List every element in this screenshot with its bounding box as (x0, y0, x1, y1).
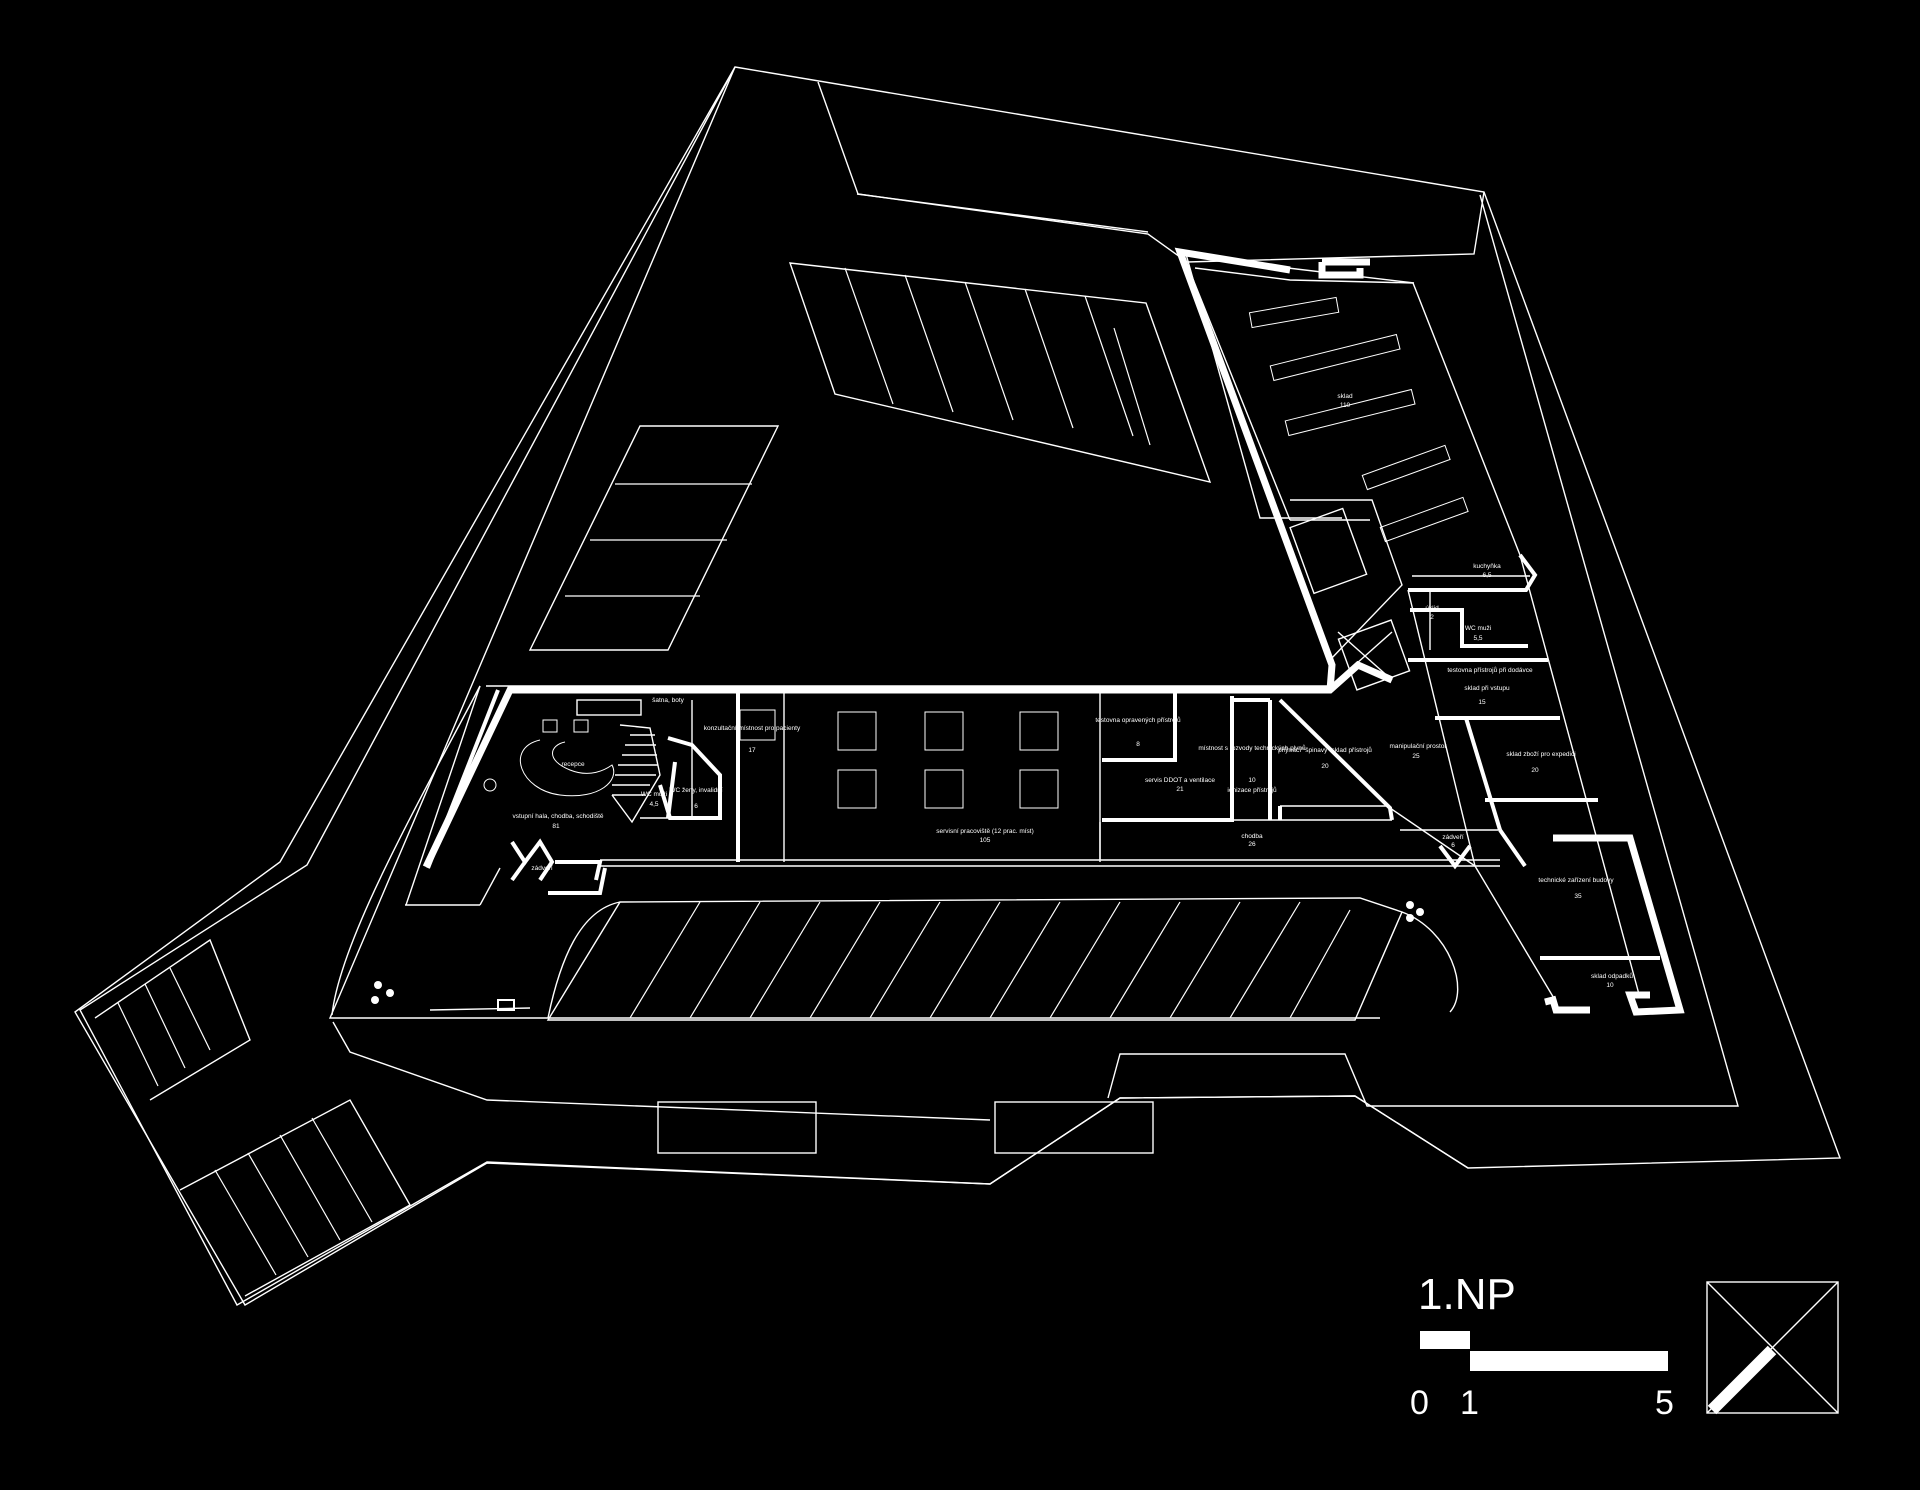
parking-south-stalls (629, 901, 1351, 1019)
room-sklad-odpadku: sklad odpadků (1591, 972, 1633, 980)
room-vstupni-hala: vstupní hala, chodba, schodiště (512, 813, 603, 820)
road-edge-inner (817, 81, 1485, 263)
parking-south-curve (547, 901, 621, 1019)
svg-text:20: 20 (1531, 767, 1539, 774)
room-wc-muzi-1: WC muži (1465, 625, 1491, 632)
scale-bar-segment-2 (1470, 1351, 1668, 1371)
level-title: 1.NP (1418, 1270, 1516, 1319)
svg-text:6: 6 (694, 803, 698, 810)
parking-southwest (94, 938, 411, 1297)
room-konzultacni: konzultační místnost pro pacienty (704, 725, 801, 732)
room-prijmeci-sklad: příjmecí "špinavý" sklad přístrojů (1278, 746, 1372, 754)
svg-text:6,5: 6,5 (1482, 572, 1491, 579)
reception-desk (483, 719, 615, 797)
svg-text:8: 8 (1136, 741, 1140, 748)
room-recepce: recepce (561, 761, 585, 768)
room-sklad-pri-vstupu: sklad při vstupu (1464, 685, 1510, 692)
road-edge-outer (74, 66, 1469, 1306)
road-bay-1 (657, 1101, 817, 1154)
room-chodba: chodba (1241, 833, 1263, 840)
parking-east-curve (1401, 911, 1459, 1013)
scale-tick-0: 0 (1410, 1384, 1429, 1422)
room-labels: sklad 110 kuchyňka 6,5 úklid 2 WC muži 5… (512, 393, 1633, 989)
room-manipulacni-prostor: manipulační prostor (1389, 743, 1447, 750)
room-testovna-pristroju: testovna přístrojů při dodávce (1447, 666, 1533, 674)
svg-text:25: 25 (1412, 753, 1420, 760)
room-ionizace: ionizace přístrojů (1227, 786, 1277, 794)
svg-text:20: 20 (1321, 763, 1329, 770)
entrance-details (371, 838, 1472, 1011)
svg-text:10: 10 (1248, 777, 1256, 784)
entrance-curve (331, 685, 481, 1016)
room-satna: šatna, boty (652, 697, 685, 704)
svg-text:4,5: 4,5 (649, 801, 658, 808)
parking-west-stalls (565, 483, 752, 597)
room-zadveri-2: zádveří (531, 865, 553, 872)
svg-text:81: 81 (552, 823, 560, 830)
room-servisni-pracoviste: servisní pracoviště (12 prac. míst) (936, 828, 1034, 835)
svg-text:5,5: 5,5 (1473, 635, 1482, 642)
room-servis-ddot: servis DDOT a ventilace (1145, 777, 1215, 784)
scale-tick-1: 1 (1460, 1384, 1479, 1422)
parking-south (546, 897, 1403, 1021)
room-uklid: úklid (1425, 605, 1439, 612)
courtyard-boundary-west (328, 66, 1380, 1019)
room-technicke-zarizeni: technické zařízení budovy (1538, 877, 1614, 884)
room-wc-muzi-2: WC muži (641, 791, 667, 798)
storage-racks (1248, 296, 1469, 543)
road-inner-east (1107, 194, 1739, 1107)
svg-text:6: 6 (1451, 842, 1455, 849)
svg-text:110: 110 (1340, 402, 1351, 409)
svg-text:35: 35 (1574, 893, 1582, 900)
scale-tick-5: 5 (1655, 1384, 1674, 1422)
room-zadveri-1: zádveří (1442, 834, 1464, 841)
desk-clusters (739, 709, 1059, 809)
svg-text:105: 105 (980, 837, 991, 844)
parking-west (528, 425, 780, 651)
road-inner-south (332, 1021, 991, 1121)
svg-text:15: 15 (1478, 699, 1486, 706)
svg-text:8: 8 (540, 874, 544, 881)
svg-text:26: 26 (1248, 841, 1256, 848)
svg-text:21: 21 (1176, 786, 1184, 793)
svg-text:17: 17 (748, 747, 756, 754)
room-wc-zeny: WC ženy, invalidní (669, 787, 723, 794)
room-sklad-zbozi: sklad zboží pro expedici (1506, 751, 1575, 758)
room-mistnost-rozvody: místnost s rozvody technických plynů (1198, 744, 1306, 752)
parking-north-stalls (844, 267, 1151, 446)
room-sklad: sklad (1337, 393, 1353, 400)
road-inner-north (856, 193, 1149, 233)
room-testovna-opravenych: testovna opravených přístrojů (1095, 716, 1181, 724)
north-arrow (1706, 1281, 1839, 1415)
scale-bar-segment-1 (1420, 1331, 1470, 1349)
building-walls (405, 247, 1685, 1016)
parking-north (788, 262, 1212, 483)
room-kuchynka: kuchyňka (1473, 563, 1501, 570)
svg-text:10: 10 (1606, 982, 1614, 989)
svg-text:2: 2 (1430, 614, 1434, 621)
road-bay-2 (994, 1101, 1154, 1154)
